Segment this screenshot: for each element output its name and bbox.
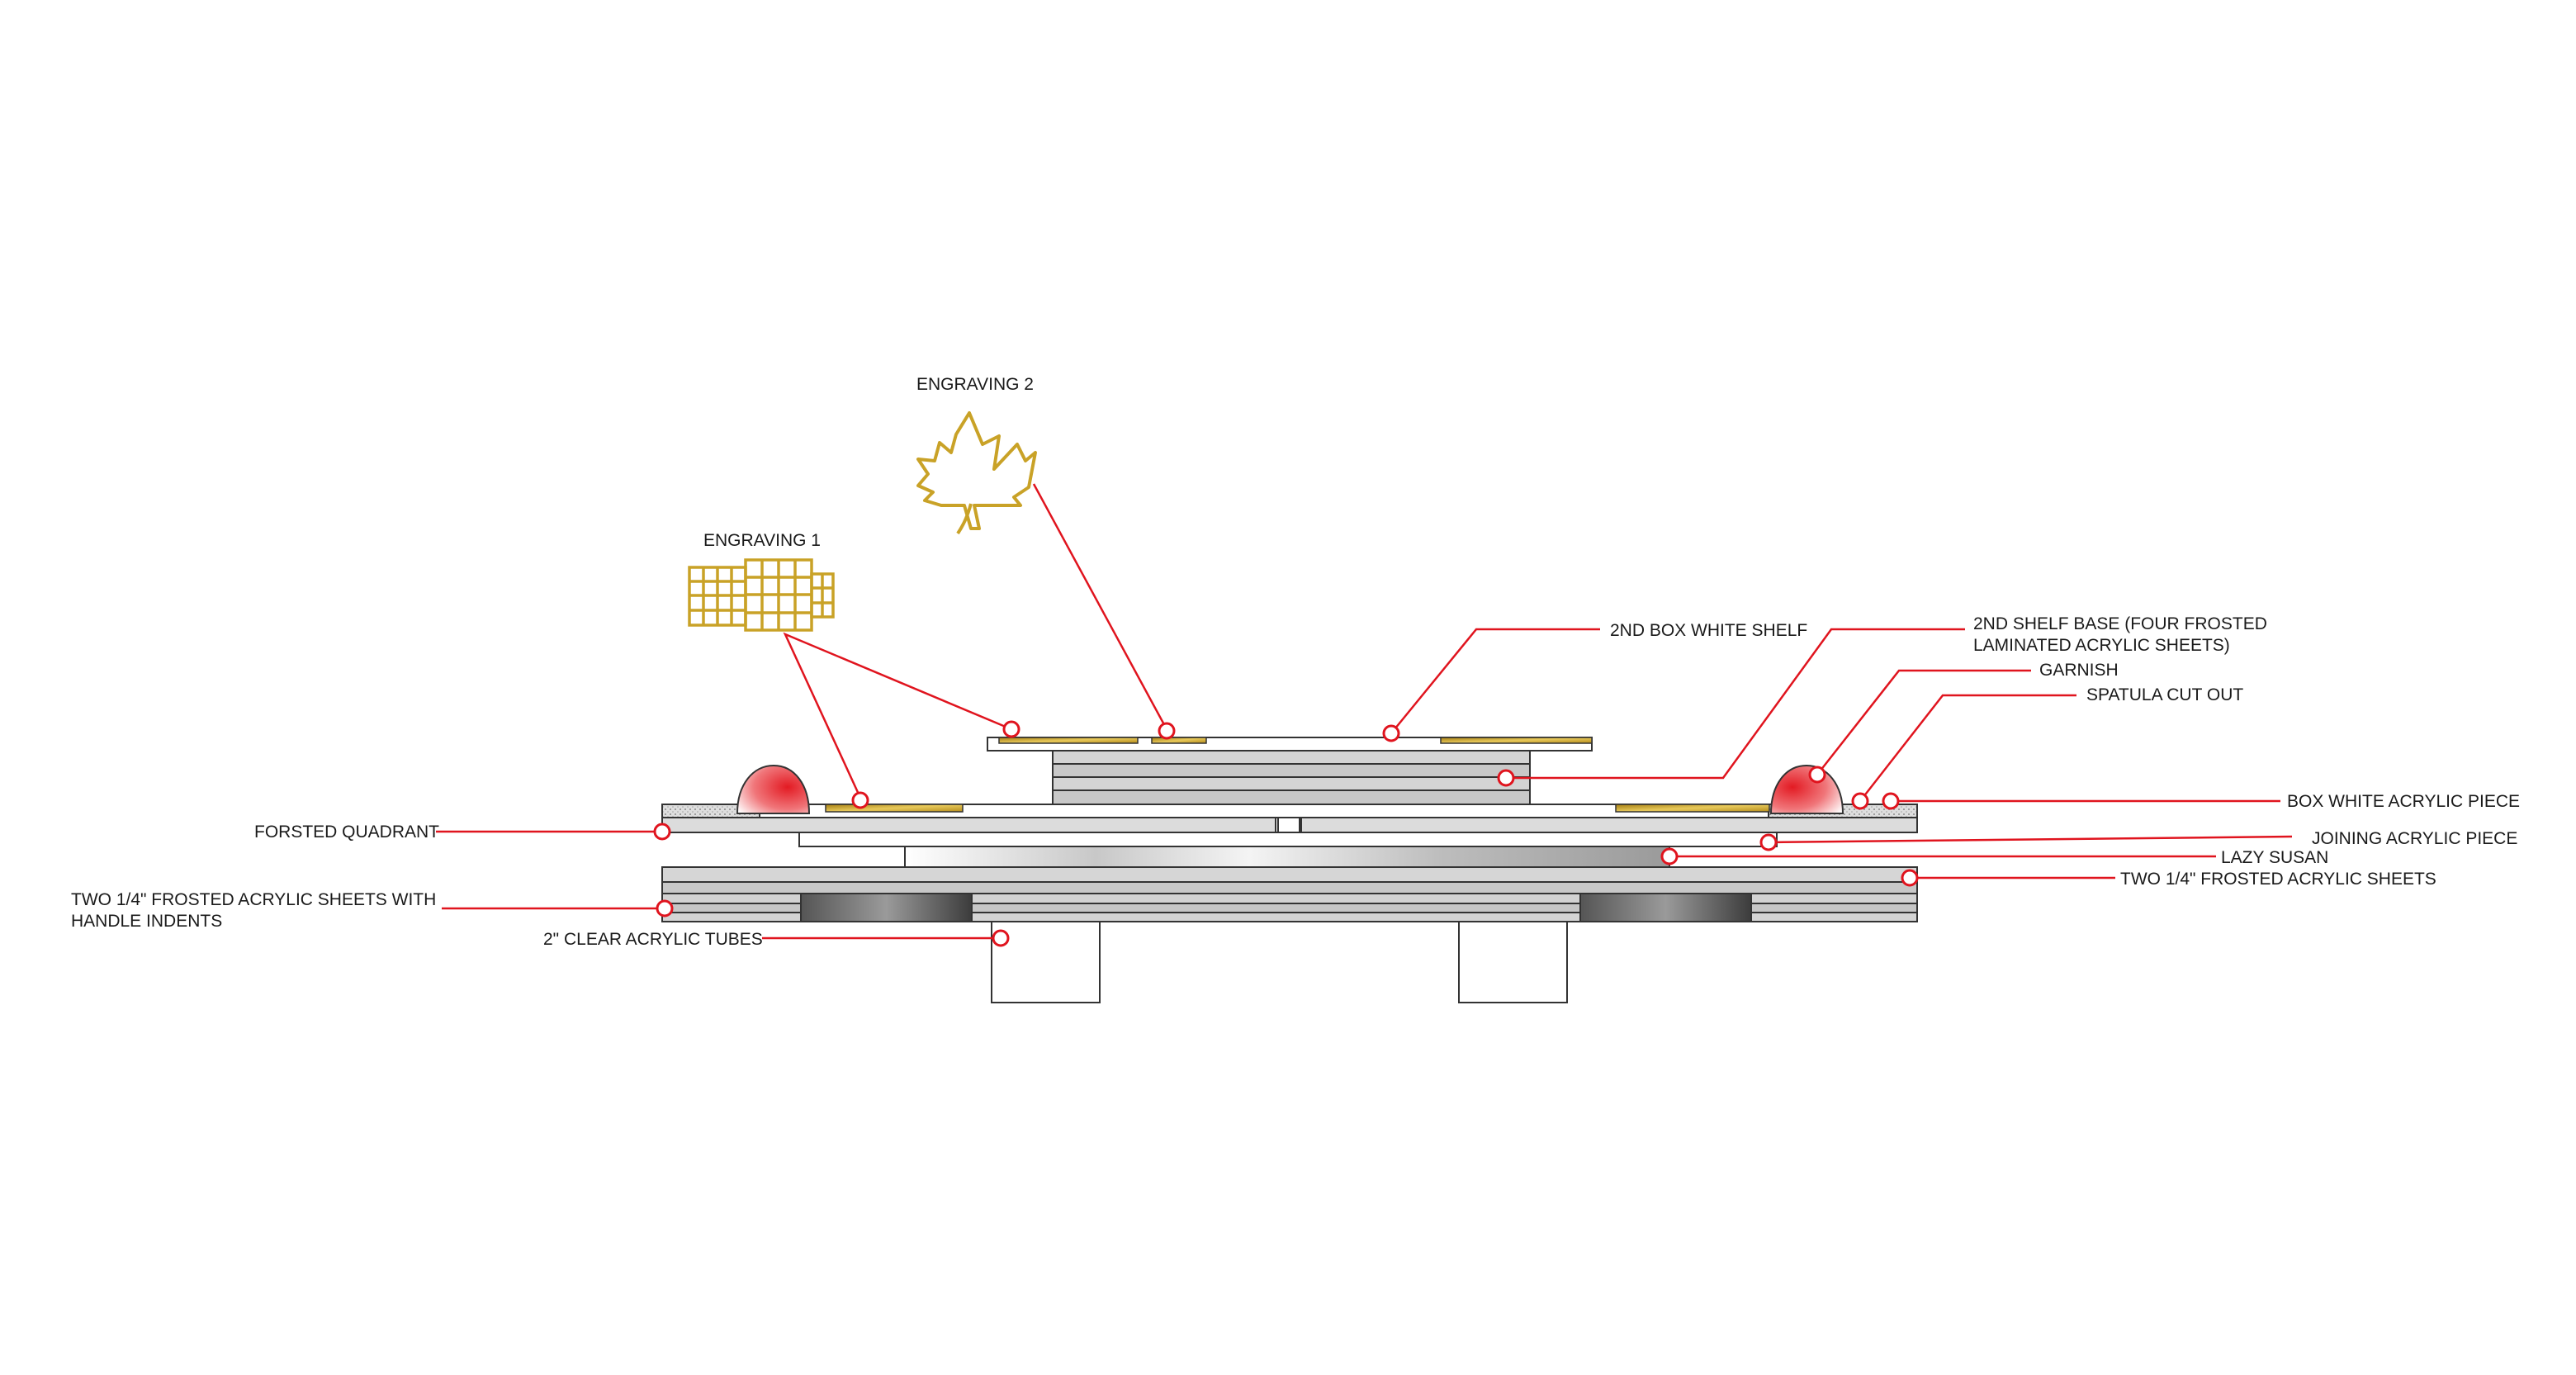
leader-lines bbox=[436, 483, 2293, 940]
label-joining-acrylic-piece: JOINING ACRYLIC PIECE bbox=[2312, 829, 2517, 848]
label-engraving-1: ENGRAVING 1 bbox=[703, 531, 821, 550]
tube-left bbox=[991, 921, 1101, 1003]
handle-indent-right bbox=[1579, 893, 1752, 922]
leader-second-shelf-base bbox=[1506, 628, 1965, 780]
label-two-frosted-sheets: TWO 1/4" FROSTED ACRYLIC SHEETS bbox=[2120, 870, 2436, 889]
leader-second-box-white-shelf bbox=[1390, 628, 1600, 734]
label-second-shelf-base-line2: LAMINATED ACRYLIC SHEETS) bbox=[1973, 636, 2230, 655]
label-lazy-susan: LAZY SUSAN bbox=[2221, 848, 2328, 867]
label-two-frosted-sheets-handle-line1: TWO 1/4" FROSTED ACRYLIC SHEETS WITH bbox=[71, 890, 436, 909]
leader-garnish bbox=[1816, 669, 2031, 775]
label-second-box-white-shelf: 2ND BOX WHITE SHELF bbox=[1610, 621, 1807, 640]
label-engraving-2: ENGRAVING 2 bbox=[916, 375, 1034, 394]
label-garnish: GARNISH bbox=[2039, 661, 2119, 680]
engraving-strip-upper-center bbox=[1151, 737, 1207, 744]
label-clear-acrylic-tubes: 2" CLEAR ACRYLIC TUBES bbox=[543, 930, 763, 949]
lazy-susan bbox=[904, 846, 1670, 868]
garnish-left bbox=[736, 764, 811, 814]
engraving-strip-upper-right bbox=[1440, 737, 1593, 744]
garnish-right bbox=[1769, 764, 1844, 814]
label-forsted-quadrant: FORSTED QUADRANT bbox=[254, 823, 439, 842]
engraving-strip-lower-left bbox=[825, 804, 964, 813]
tube-right bbox=[1458, 921, 1568, 1003]
engraving-strip-lower-right bbox=[1615, 804, 1770, 813]
leader-engraving-1 bbox=[783, 632, 1012, 799]
maple-leaf-icon bbox=[916, 411, 1037, 535]
grid-pattern-icon bbox=[688, 558, 835, 632]
joining-acrylic-piece bbox=[798, 832, 1778, 847]
label-spatula-cut-out: SPATULA CUT OUT bbox=[2086, 685, 2243, 704]
label-two-frosted-sheets-handle-line2: HANDLE INDENTS bbox=[71, 912, 222, 931]
leader-spatula-cut-out bbox=[1859, 694, 2076, 802]
callout-markers bbox=[653, 720, 1919, 947]
label-second-shelf-base-line1: 2ND SHELF BASE (FOUR FROSTED bbox=[1973, 614, 2267, 633]
second-shelf-base bbox=[1052, 750, 1531, 805]
clear-acrylic-tubes bbox=[991, 921, 1568, 1003]
bottom-frosted-sheets bbox=[661, 866, 1918, 922]
handle-indent-left bbox=[800, 893, 973, 922]
engraving-strip-upper-left bbox=[998, 737, 1139, 744]
leader-engraving-2 bbox=[1032, 483, 1168, 730]
label-box-white-acrylic-piece: BOX WHITE ACRYLIC PIECE bbox=[2287, 792, 2520, 811]
leader-joining-acrylic-piece bbox=[1768, 835, 2293, 844]
